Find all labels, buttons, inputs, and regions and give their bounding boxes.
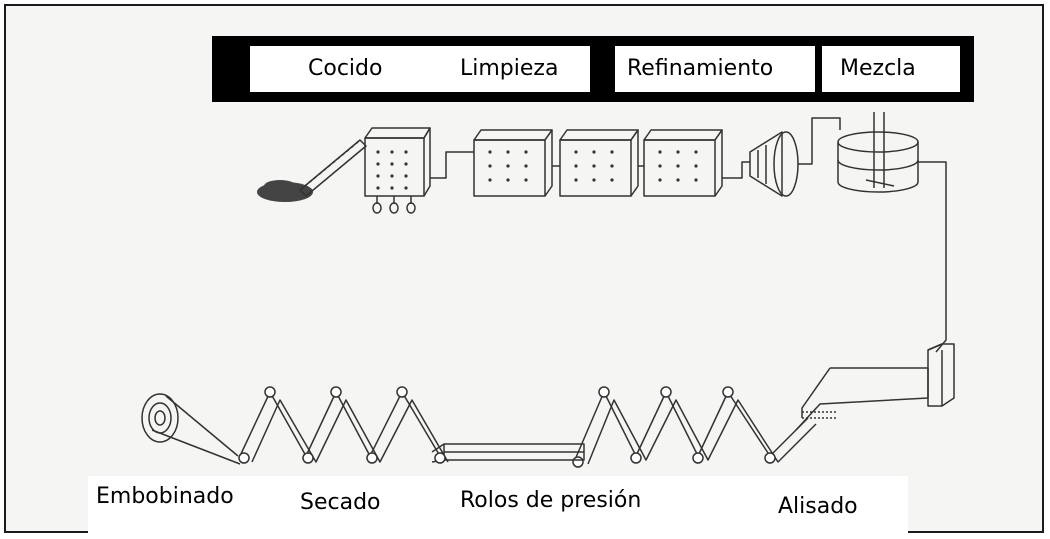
cleaning-tank — [473, 129, 553, 197]
drying-felts — [238, 386, 449, 464]
pipe — [430, 151, 474, 179]
pipe — [722, 161, 750, 179]
conveyor — [299, 139, 367, 197]
refiner-cone — [749, 131, 799, 197]
raw-material-pile — [257, 180, 313, 202]
label-mezcla: Mezcla — [822, 46, 960, 92]
winding-roll — [141, 393, 241, 465]
label-rolos-de-presion: Rolos de presión — [460, 488, 642, 513]
cleaning-tank — [559, 129, 639, 197]
press-rolls — [431, 443, 585, 463]
cleaning-tank — [643, 129, 723, 197]
headbox — [795, 343, 955, 431]
pipe — [918, 161, 947, 353]
cooking-tank — [364, 127, 431, 214]
label-limpieza: Limpieza — [460, 46, 559, 92]
label-alisado: Alisado — [778, 494, 858, 519]
bottom-label-strip — [88, 476, 908, 534]
smoothing-felts — [572, 386, 817, 468]
label-secado: Secado — [300, 490, 381, 515]
pipe — [798, 117, 841, 165]
mixer-tank — [837, 112, 919, 193]
label-cocido: Cocido — [308, 46, 383, 92]
label-embobinado: Embobinado — [96, 484, 234, 509]
label-refinamiento: Refinamiento — [615, 46, 815, 92]
